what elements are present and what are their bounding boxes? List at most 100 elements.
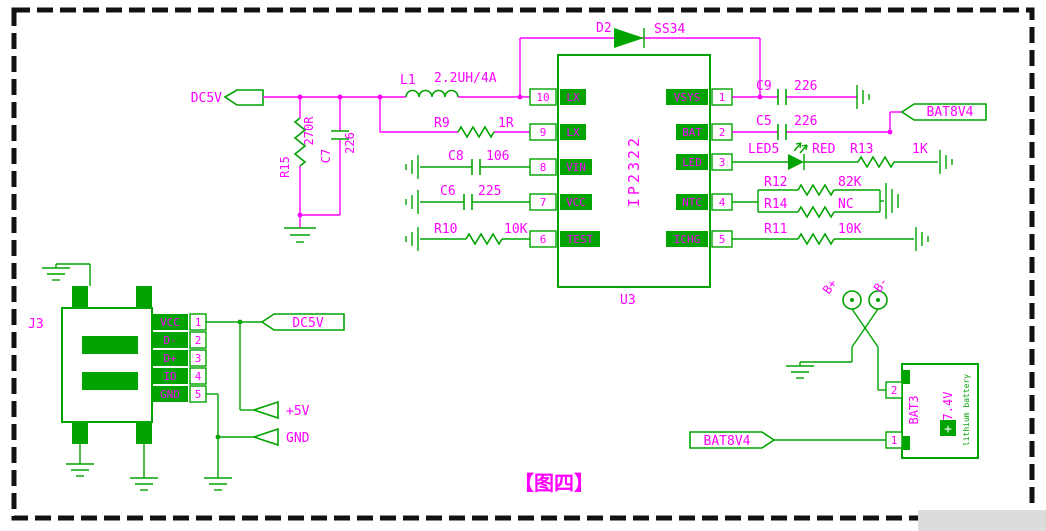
junction-dots-magenta xyxy=(297,94,893,218)
gnd-arrow xyxy=(251,427,279,447)
usb-connector-j3: J3 VCC D- D+ ID GND 1 2 3 4 5 xyxy=(28,263,345,491)
d2-value: SS34 xyxy=(654,22,685,37)
usb-pad-tr xyxy=(136,286,152,308)
usb-num-1: 1 xyxy=(195,316,202,329)
r15-zigzag xyxy=(293,117,307,167)
ground-usb-left xyxy=(66,463,94,477)
ic-left-pin-labels: LX LX VIN VCC TEST xyxy=(560,89,600,247)
c9-value: 226 xyxy=(794,79,817,94)
usb-wires xyxy=(55,263,262,478)
pin-num-1: 1 xyxy=(719,91,726,104)
usb-pin-dplus: D+ xyxy=(163,352,177,365)
ground-usb-right xyxy=(130,477,158,491)
ntc-row: R12 82K R14 NC xyxy=(732,175,899,219)
dc5v-top-label: DC5V xyxy=(191,91,222,106)
battery-plus-mark: + xyxy=(944,422,952,437)
battery-plus-box xyxy=(940,420,956,436)
ic-right-pin-numbers: 1 2 3 4 5 xyxy=(711,88,733,248)
battery-chemistry: lithium battery xyxy=(962,374,971,446)
r14-ref: R14 xyxy=(764,197,788,212)
led5-ref: LED5 xyxy=(748,142,779,157)
battery-wires xyxy=(774,308,886,441)
usb-pin-id: ID xyxy=(163,370,176,383)
pin-label-bat: BAT xyxy=(682,126,702,139)
pin-num-3: 3 xyxy=(719,156,726,169)
watermark xyxy=(918,510,1046,531)
pin-num-4: 4 xyxy=(719,196,726,209)
c8-ref: C8 xyxy=(448,149,464,164)
bminus-label: B- xyxy=(871,275,891,295)
pin-num-10: 10 xyxy=(536,91,549,104)
ground-r11 xyxy=(915,227,929,251)
usb-num-3: 3 xyxy=(195,352,202,365)
c6-ref: C6 xyxy=(440,184,456,199)
capacitor-c8: C8 106 xyxy=(405,149,530,179)
r15-ref: R15 xyxy=(278,156,292,178)
d2-ref: D2 xyxy=(596,21,612,36)
battery-section: B+ B- BAT3 7.4V lithium battery + 2 1 BA… xyxy=(689,275,979,459)
ic-right-pin-labels: VSYS BAT LED NTC ICHG xyxy=(666,89,708,247)
usb-pin-numbers: 1 2 3 4 5 xyxy=(189,313,207,403)
pin-num-5: 5 xyxy=(719,233,726,246)
usb-junction-dot2 xyxy=(215,434,221,440)
pin-label-vcc: VCC xyxy=(566,196,586,209)
usb-body xyxy=(61,307,153,423)
capacitor-c7: C7 226 xyxy=(319,130,357,163)
ground-r15 xyxy=(284,227,316,243)
r11-zigzag xyxy=(797,232,835,246)
usb-pin-vcc: VCC xyxy=(160,316,180,329)
gnd-label: GND xyxy=(286,431,310,446)
pin-label-vsys: VSYS xyxy=(674,91,701,104)
pin-label-lx1: LX xyxy=(566,91,580,104)
c9-ref: C9 xyxy=(756,79,772,94)
c7-value: 226 xyxy=(343,132,357,154)
r15-value: 270R xyxy=(302,116,316,146)
r13-ref: R13 xyxy=(850,142,873,157)
ic-u3: IP2322 U3 10 9 8 7 6 LX LX VIN VCC TEST … xyxy=(529,54,733,308)
ground-c6 xyxy=(405,190,419,214)
battery-body xyxy=(901,363,979,459)
led-triangle xyxy=(788,154,804,170)
l1-ref: L1 xyxy=(400,73,416,88)
r12-zigzag xyxy=(797,183,835,197)
diode-d2: D2 SS34 xyxy=(596,21,685,48)
ground-r13 xyxy=(939,150,953,174)
r12-value: 82K xyxy=(838,175,862,190)
pin-num-6: 6 xyxy=(540,233,547,246)
diode-triangle xyxy=(614,28,644,48)
ground-ntc xyxy=(885,183,899,219)
c5-ref: C5 xyxy=(756,114,772,129)
battery-pin1: 1 xyxy=(891,434,898,447)
battery-voltage: 7.4V xyxy=(941,392,955,421)
pin-label-test: TEST xyxy=(567,233,594,246)
ic-body xyxy=(557,54,711,288)
plus5v-arrow xyxy=(251,400,279,420)
ground-r10 xyxy=(405,227,419,251)
usb-pad-br xyxy=(136,422,152,444)
l1-value: 2.2UH/4A xyxy=(434,71,497,86)
pin-num-8: 8 xyxy=(540,161,547,174)
bat8v4-bottom-label: BAT8V4 xyxy=(704,434,751,449)
usb-slot-1 xyxy=(82,336,138,354)
bat8v4-right-connector: BAT8V4 xyxy=(900,103,987,121)
usb-junction-dot xyxy=(237,319,243,325)
r9-ref: R9 xyxy=(434,116,450,131)
page-border xyxy=(11,7,1035,521)
ground-usb-shell xyxy=(42,267,70,281)
led5-r13-row: LED5 RED R13 1K xyxy=(732,142,953,174)
figure-caption: 【图四】 xyxy=(514,471,594,495)
j3-ref: J3 xyxy=(28,317,44,332)
r13-zigzag xyxy=(857,155,895,169)
c7-ref: C7 xyxy=(319,149,333,163)
inductor-coil xyxy=(405,89,459,98)
capacitor-c9: C9 226 xyxy=(732,79,870,109)
c5-value: 226 xyxy=(794,114,817,129)
bat8v4-right-tag-shape xyxy=(900,103,987,121)
pin-label-ichg: ICHG xyxy=(674,233,701,246)
usb-pin-labels: VCC D- D+ ID GND xyxy=(152,314,188,402)
battery-ref: BAT3 xyxy=(907,396,921,425)
r11-value: 10K xyxy=(838,222,862,237)
dc5v-input-connector: DC5V xyxy=(191,89,264,106)
r10-value: 10K xyxy=(504,222,528,237)
